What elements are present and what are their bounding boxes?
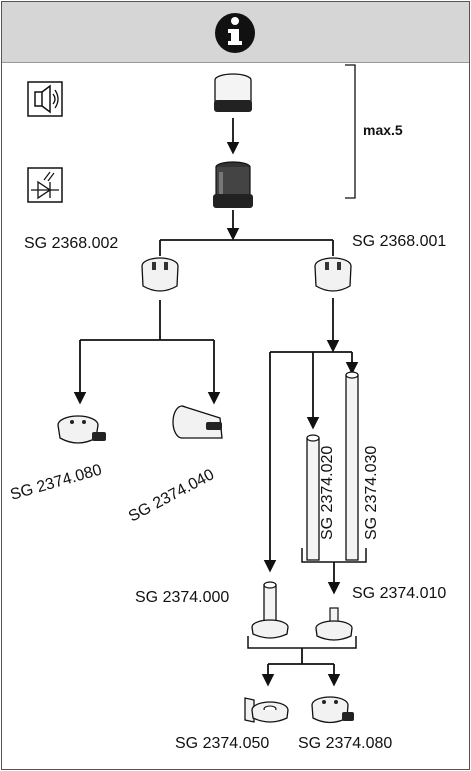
mount-050-part bbox=[244, 697, 289, 723]
base-label-right: SG 2368.001 bbox=[352, 233, 446, 250]
tube-020-label: SG 2374.020 bbox=[319, 446, 336, 540]
mount-040-label: SG 2374.040 bbox=[126, 466, 217, 525]
mount-080-left-label: SG 2374.080 bbox=[8, 461, 103, 503]
info-icon bbox=[215, 13, 255, 53]
tube-000-label: SG 2374.000 bbox=[135, 589, 229, 606]
buzzer-module-part bbox=[214, 73, 252, 112]
tube-000-part bbox=[251, 581, 289, 639]
speaker-icon bbox=[27, 81, 63, 117]
stack-bracket bbox=[345, 64, 356, 199]
tube-030-label: SG 2374.030 bbox=[363, 446, 380, 540]
max-modules-label: max.5 bbox=[363, 122, 403, 138]
base-part-left bbox=[141, 257, 179, 292]
tube-010-label: SG 2374.010 bbox=[352, 585, 446, 602]
tube-020-part bbox=[306, 434, 320, 561]
base-part-right bbox=[314, 257, 352, 292]
mount-080-left-part bbox=[57, 415, 106, 444]
base-label-left: SG 2368.002 bbox=[24, 235, 118, 252]
mount-080-right-part bbox=[311, 696, 354, 724]
led-diode-icon bbox=[27, 167, 63, 203]
mount-080-right-label: SG 2374.080 bbox=[298, 735, 392, 752]
base-010-part bbox=[315, 607, 353, 641]
light-module-part bbox=[213, 161, 253, 208]
mount-050-label: SG 2374.050 bbox=[175, 735, 269, 752]
tube-030-part bbox=[345, 371, 359, 561]
mount-040-part bbox=[172, 405, 223, 439]
